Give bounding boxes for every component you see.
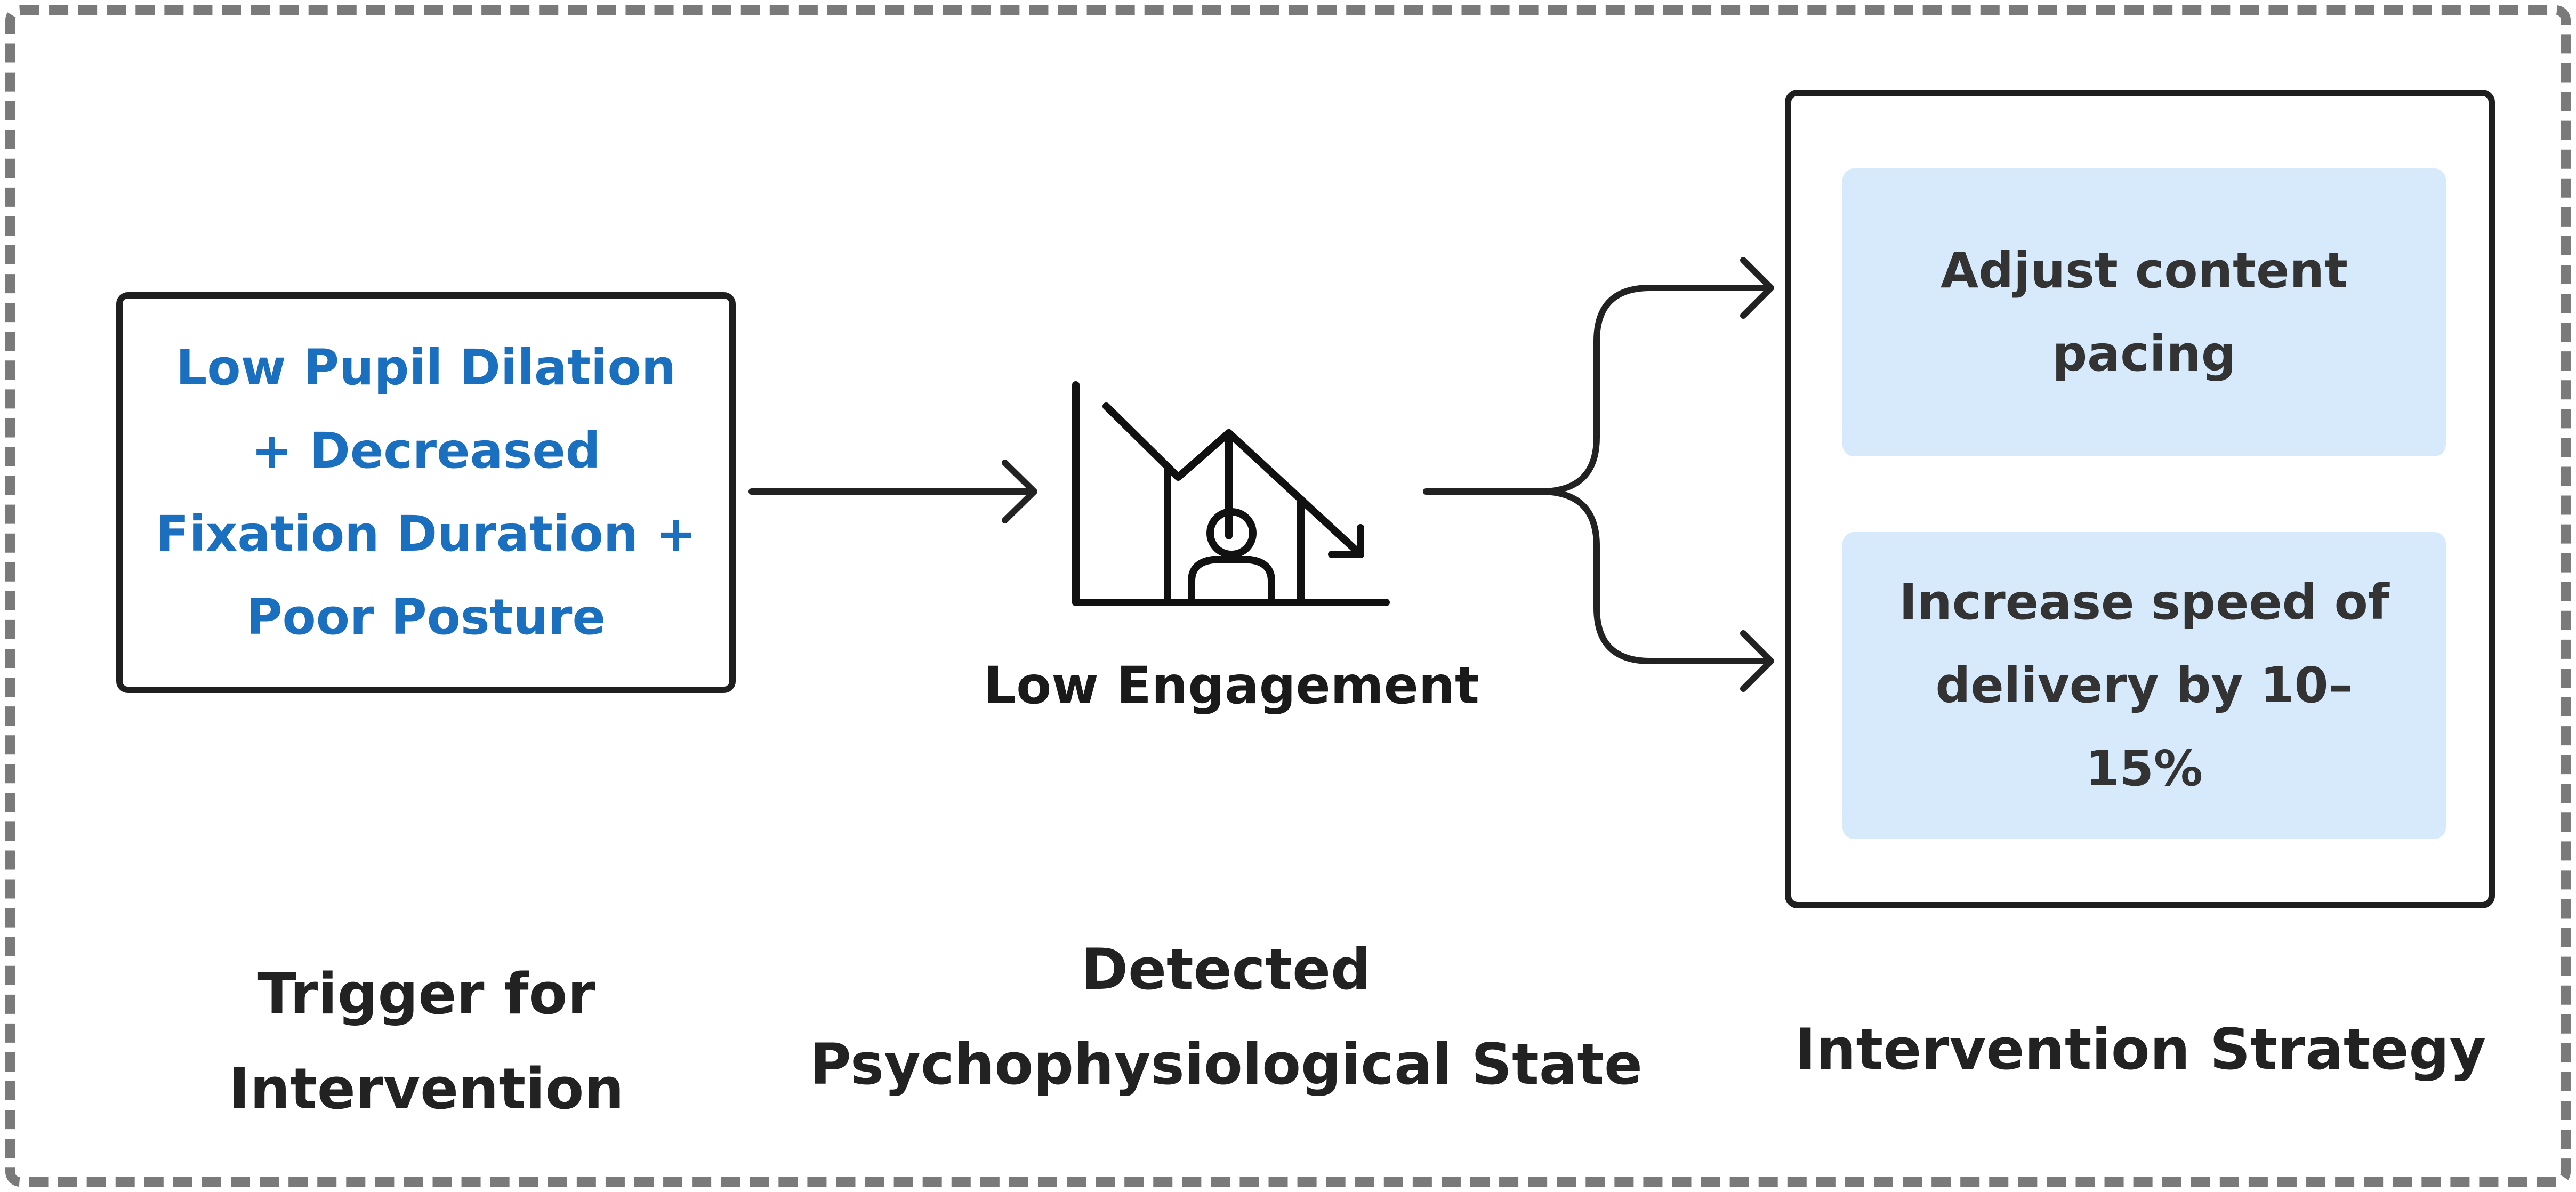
trigger-box: Low Pupil Dilation + Decreased Fixation … xyxy=(116,292,736,693)
strategy-item: Increase speed of delivery by 10–15% xyxy=(1842,532,2446,839)
declining-engagement-icon xyxy=(1072,381,1390,606)
arrow-state-to-strategies xyxy=(1423,257,1774,692)
strategy-text: Increase speed of delivery by 10–15% xyxy=(1899,574,2389,797)
caption-strategy: Intervention Strategy xyxy=(1794,1017,2486,1082)
caption-trigger: Trigger for Intervention xyxy=(229,961,624,1122)
strategy-box: Adjust content pacing Increase speed of … xyxy=(1785,90,2495,908)
arrow-trigger-to-state xyxy=(748,460,1037,523)
caption-state: Detected Psychophysiological State xyxy=(810,937,1643,1097)
strategy-item: Adjust content pacing xyxy=(1842,168,2446,456)
strategy-text: Adjust content pacing xyxy=(1941,242,2348,382)
dashed-frame xyxy=(5,5,2571,1187)
state-label: Low Engagement xyxy=(984,656,1479,715)
trigger-text: Low Pupil Dilation + Decreased Fixation … xyxy=(155,339,697,646)
